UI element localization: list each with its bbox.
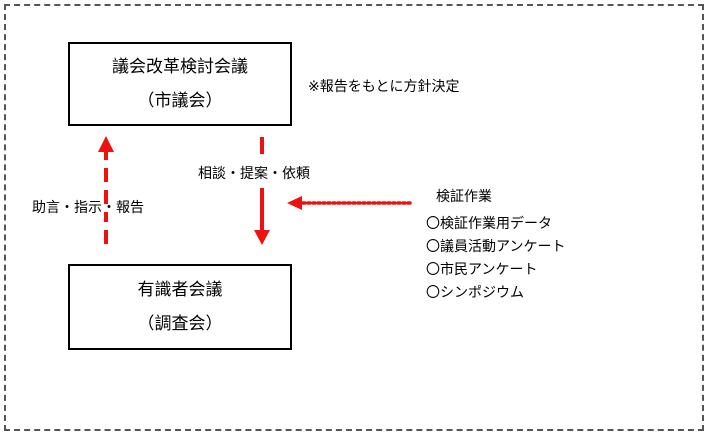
decision-note: ※報告をもとに方針決定 <box>308 79 460 95</box>
expert-council-box: 有識者会議 （調査会） <box>68 264 292 350</box>
consultation-label: 相談・提案・依頼 <box>198 166 310 182</box>
list-item: 〇議員活動アンケート <box>426 239 566 255</box>
up-arrow <box>98 136 114 244</box>
council-reform-box: 議会改革検討会議 （市議会） <box>68 42 292 126</box>
diagram-frame <box>4 4 704 431</box>
list-item: 〇検証作業用データ <box>426 216 552 232</box>
down-arrow <box>254 137 270 245</box>
expert-council-subtitle: （調査会） <box>137 314 223 334</box>
council-reform-title: 議会改革検討会議 <box>112 57 248 77</box>
council-reform-subtitle: （市議会） <box>137 91 223 111</box>
verification-title: 検証作業 <box>436 189 492 205</box>
advice-label: 助言・指示・報告 <box>32 200 144 216</box>
list-item: 〇市民アンケート <box>426 262 538 278</box>
expert-council-title: 有識者会議 <box>137 280 223 300</box>
verification-list: 〇検証作業用データ 〇議員活動アンケート 〇市民アンケート 〇シンポジウム <box>426 213 565 305</box>
dotted-arrow <box>287 196 412 210</box>
list-item: 〇シンポジウム <box>426 285 524 301</box>
